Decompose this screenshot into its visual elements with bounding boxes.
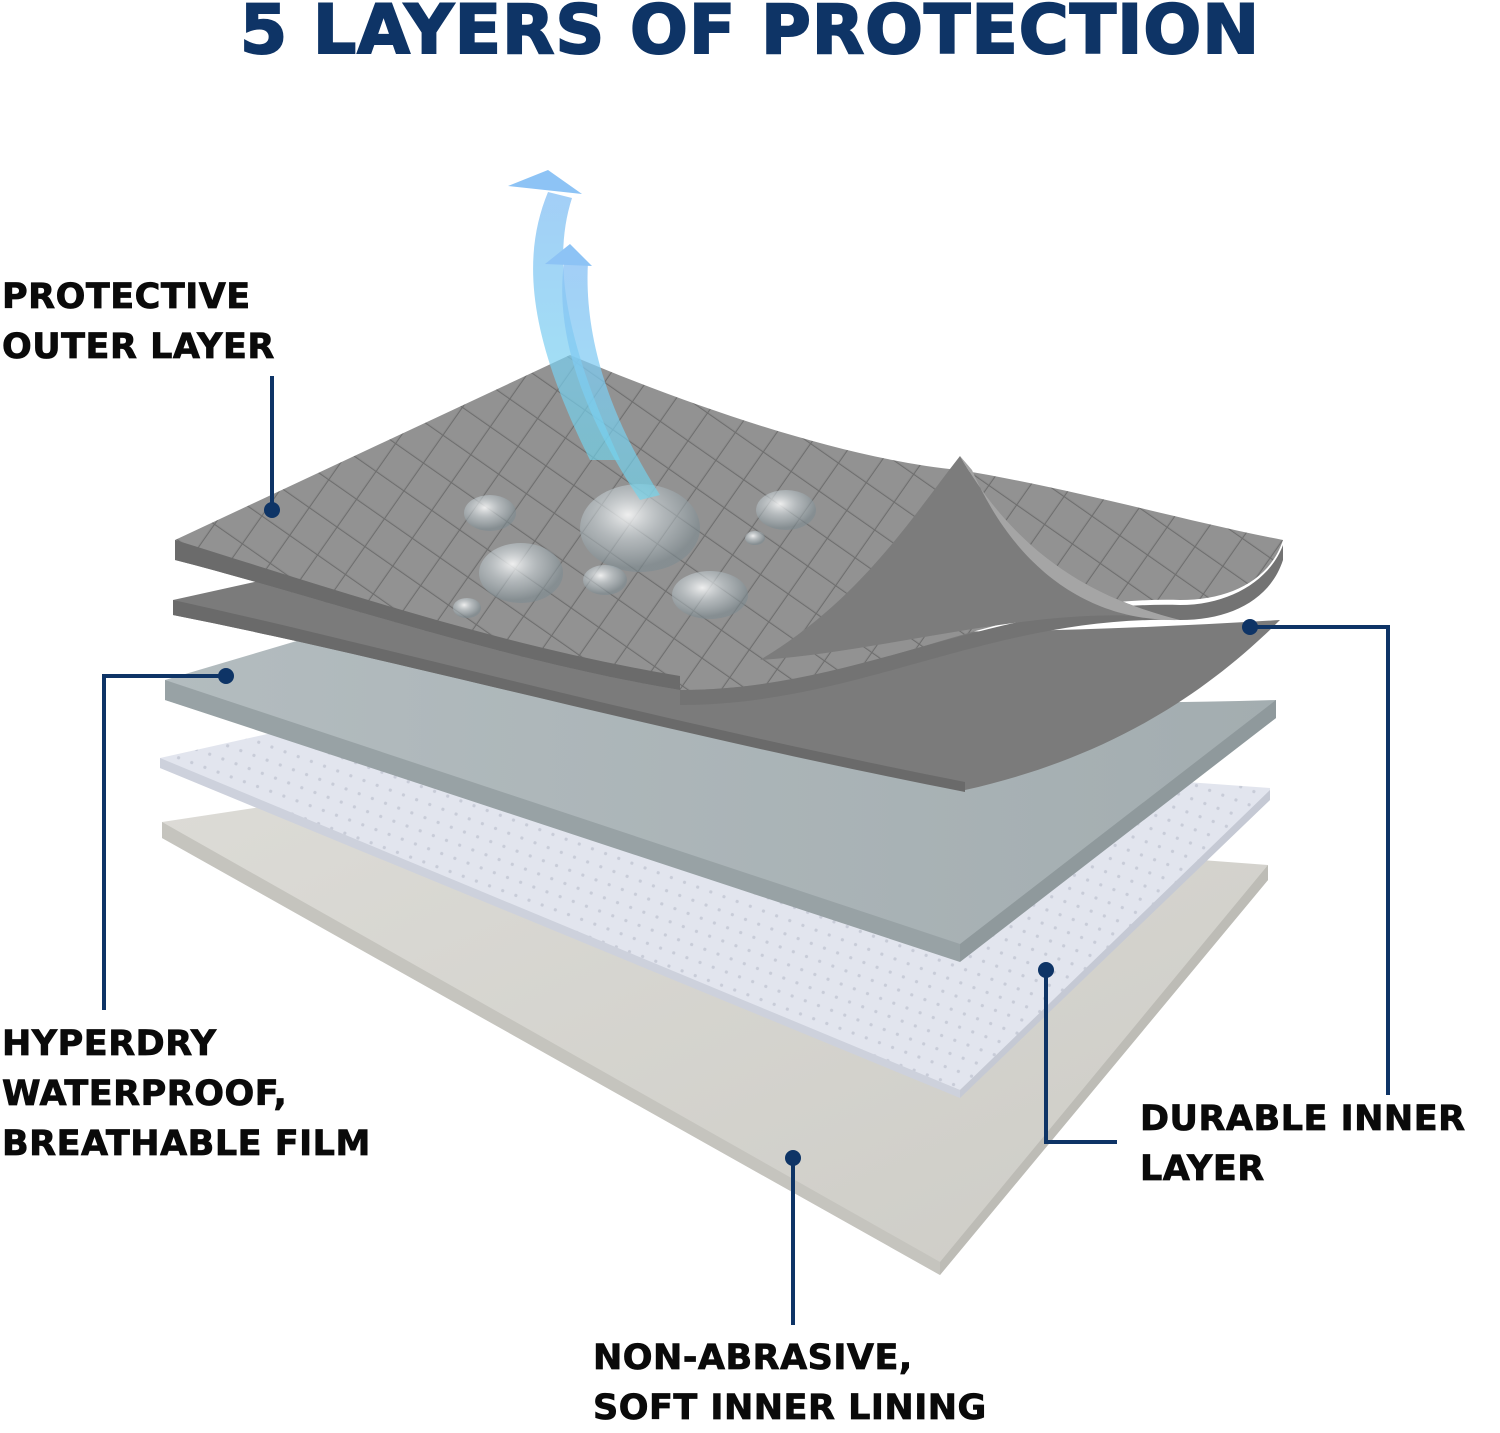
outer-layer [175,355,1283,705]
label-hyperdry-film: HYPERDRY WATERPROOF, BREATHABLE FILM [2,1024,371,1165]
label-soft-inner-lining: NON-ABRASIVE, SOFT INNER LINING [593,1338,987,1429]
label-protective-outer-layer: PROTECTIVE OUTER LAYER [2,277,275,368]
leader-dots [218,502,1258,1166]
outer-layer-marker [264,502,280,518]
lining-layer-marker [785,1150,801,1166]
water-droplets [453,484,816,619]
label-durable-inner-layer: DURABLE INNER LAYER [1140,1099,1466,1190]
durable-layer-marker [1038,962,1054,978]
page-title: 5 LAYERS OF PROTECTION [239,0,1261,71]
breathable-arrows-icon [508,170,660,500]
film-layer-marker [218,668,234,684]
leader-lines [102,376,1390,1325]
backing-layer-marker [1242,619,1258,635]
